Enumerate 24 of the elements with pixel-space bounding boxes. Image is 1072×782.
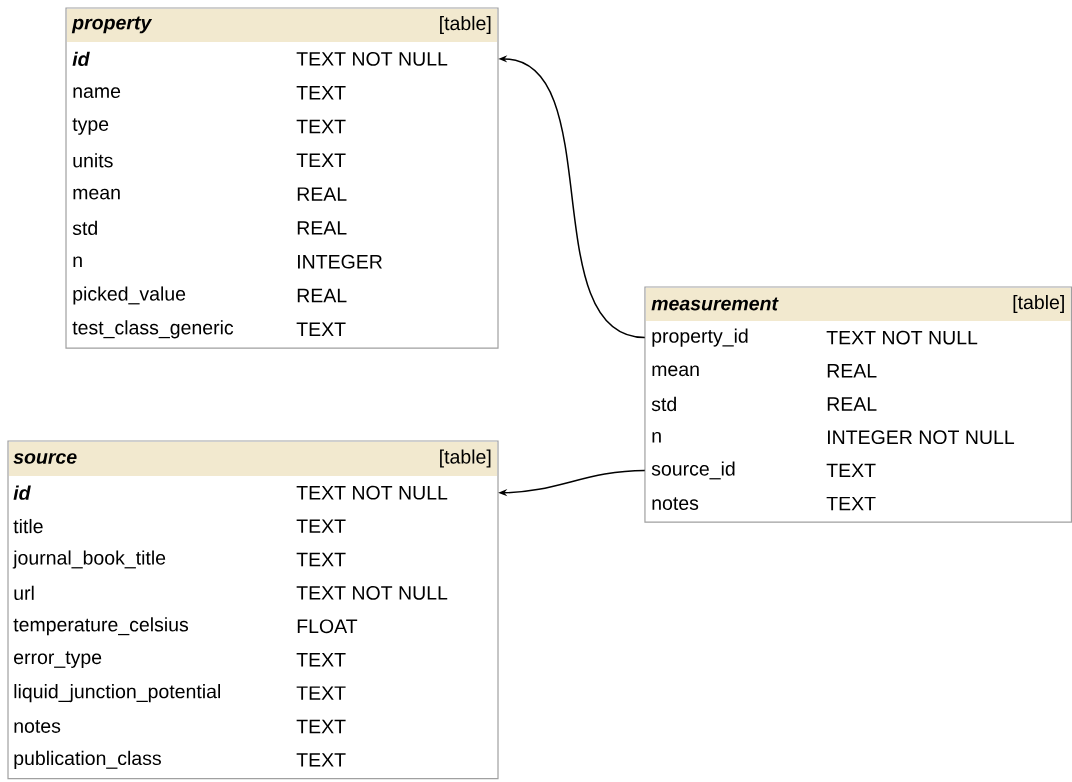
table-row: id TEXT NOT NULL — [72, 51, 448, 67]
table-row: test_class_generic TEXT — [72, 320, 346, 339]
table-row: n INTEGER — [73, 254, 382, 269]
table-row: id TEXT NOT NULL — [13, 485, 448, 500]
table-row: property_id TEXT NOT NULL — [652, 328, 978, 347]
table-row: title TEXT — [13, 518, 346, 534]
table-row: publication_class TEXT — [14, 750, 346, 769]
table-row: units TEXT — [73, 153, 346, 168]
table-row: type TEXT — [72, 118, 346, 135]
table-row: n INTEGER NOT NULL — [652, 430, 1015, 445]
table-row: mean REAL — [652, 364, 877, 378]
table-row: notes TEXT — [14, 719, 346, 734]
table-row: source_id TEXT — [651, 461, 876, 480]
table-row: journal_book_title TEXT — [12, 550, 346, 569]
table-row: name TEXT — [73, 86, 346, 100]
table-row: temperature_celsius FLOAT — [13, 617, 358, 636]
table-row: error_type TEXT — [14, 651, 346, 668]
table-row: liquid_junction_potential TEXT — [14, 684, 346, 703]
table-row: std REAL — [651, 396, 877, 412]
table-row: notes TEXT — [652, 496, 876, 511]
table-row: std REAL — [72, 220, 347, 236]
table-row: url TEXT NOT NULL — [14, 585, 448, 601]
table-row: mean REAL — [73, 187, 347, 201]
table-row: picked_value REAL — [73, 286, 347, 305]
